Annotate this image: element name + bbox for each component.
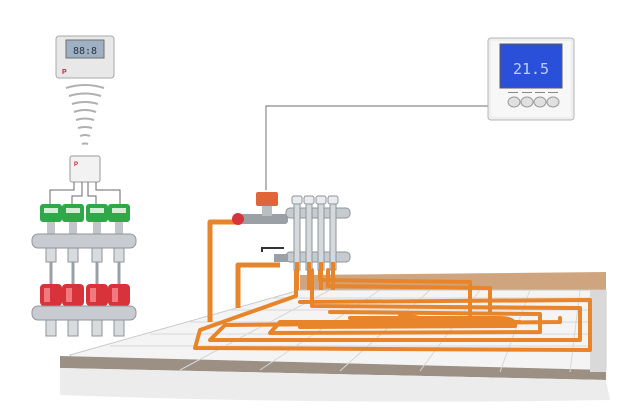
wireless-thermostat-reading: 88:8 [73, 46, 97, 57]
thermostat-button [507, 96, 521, 108]
wireless-thermostat-logo: P [62, 69, 67, 76]
inlet-valve [232, 213, 244, 225]
thermostat-button [520, 96, 534, 108]
wired-thermostat-buttons [507, 96, 560, 108]
left-manifold [31, 204, 137, 337]
floor-front-edge [60, 356, 606, 380]
thermostat-button [533, 96, 547, 108]
floor-base [60, 368, 610, 402]
wired-thermostat-screen [499, 43, 563, 89]
floor-manifold [232, 192, 351, 290]
wireless-thermostat-screen [65, 39, 105, 59]
floor-slab [60, 272, 610, 402]
receiver-logo: P [74, 162, 78, 168]
control-wire [265, 105, 490, 190]
floor-grid-lines [110, 289, 600, 373]
wired-thermostat: 21.5 [487, 37, 575, 121]
feed-pipes [207, 219, 280, 322]
actuator-head [256, 192, 278, 206]
wired-thermostat-reading: 21.5 [513, 60, 549, 78]
floor-right-edge [590, 290, 606, 372]
wireless-thermostat: 88:8 P [55, 35, 115, 79]
wireless-signal [65, 84, 105, 145]
wireless-receiver: P [49, 155, 121, 204]
thermostat-button [546, 96, 560, 108]
heating-pipe-loop [193, 268, 592, 352]
green-actuators [40, 204, 130, 234]
